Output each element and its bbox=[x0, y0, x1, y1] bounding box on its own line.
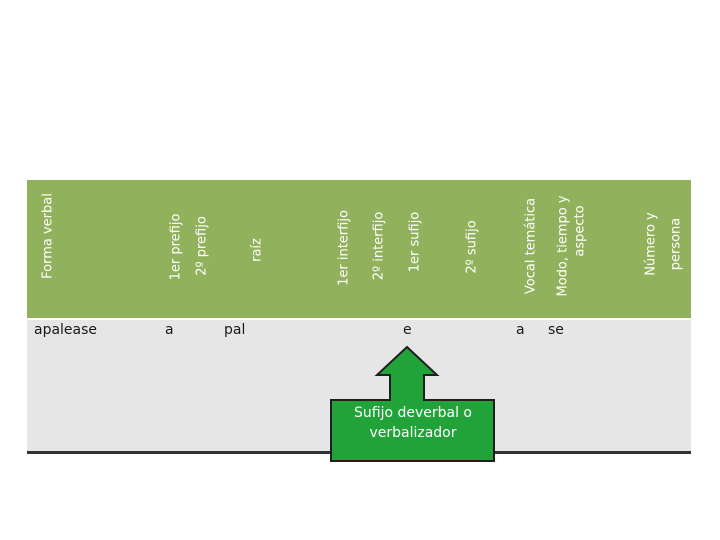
up-arrow-callout-shape bbox=[330, 345, 495, 462]
header-label: Número y bbox=[643, 212, 659, 276]
header-label: Forma verbal bbox=[40, 193, 56, 279]
header-2o-prefijo: 2º prefijo bbox=[192, 216, 212, 276]
header-aspecto: aspecto bbox=[570, 205, 590, 256]
cell-1er-prefijo: a bbox=[165, 322, 174, 338]
cell-vocal-tematica: a bbox=[516, 322, 525, 338]
header-raiz: raíz bbox=[247, 238, 267, 262]
callout-suffix-note: Sufijo deverbal o verbalizador bbox=[330, 345, 496, 463]
cell-forma-verbal: apalease bbox=[34, 322, 98, 338]
header-label: 2º interfijo bbox=[371, 211, 387, 281]
callout-line-2: verbalizador bbox=[369, 425, 457, 441]
header-1er-prefijo: 1er prefijo bbox=[166, 214, 186, 281]
header-vocal-tematica: Vocal temática bbox=[521, 198, 541, 294]
header-2o-sufijo: 2º sufijo bbox=[462, 220, 482, 273]
callout-line-1: Sufijo deverbal o bbox=[353, 405, 472, 421]
header-label: 1er prefijo bbox=[168, 213, 184, 281]
header-2o-interfijo: 2º interfijo bbox=[369, 212, 389, 281]
header-label: aspecto bbox=[572, 205, 588, 257]
header-label: 1er sufijo bbox=[407, 211, 423, 273]
header-label: raíz bbox=[249, 238, 265, 262]
callout-text: Sufijo deverbal o verbalizador bbox=[330, 403, 496, 443]
header-label: Modo, tiempo y bbox=[555, 195, 571, 297]
header-label: 1er interfijo bbox=[336, 210, 352, 286]
header-label: Vocal temática bbox=[523, 197, 539, 295]
header-1er-interfijo: 1er interfijo bbox=[334, 210, 354, 286]
cell-1er-sufijo: e bbox=[403, 322, 412, 338]
header-label: 2º prefijo bbox=[194, 216, 210, 276]
header-1er-sufijo: 1er sufijo bbox=[405, 212, 425, 273]
table-header bbox=[27, 180, 691, 318]
header-label: 2º sufijo bbox=[464, 220, 480, 274]
header-label: persona bbox=[668, 217, 684, 271]
header-persona: persona bbox=[666, 218, 686, 271]
header-forma-verbal: Forma verbal bbox=[38, 193, 58, 279]
cell-raiz: pal bbox=[224, 322, 246, 338]
cell-modo-tiempo: se bbox=[548, 322, 564, 338]
header-numero-persona: Número y bbox=[641, 212, 661, 275]
